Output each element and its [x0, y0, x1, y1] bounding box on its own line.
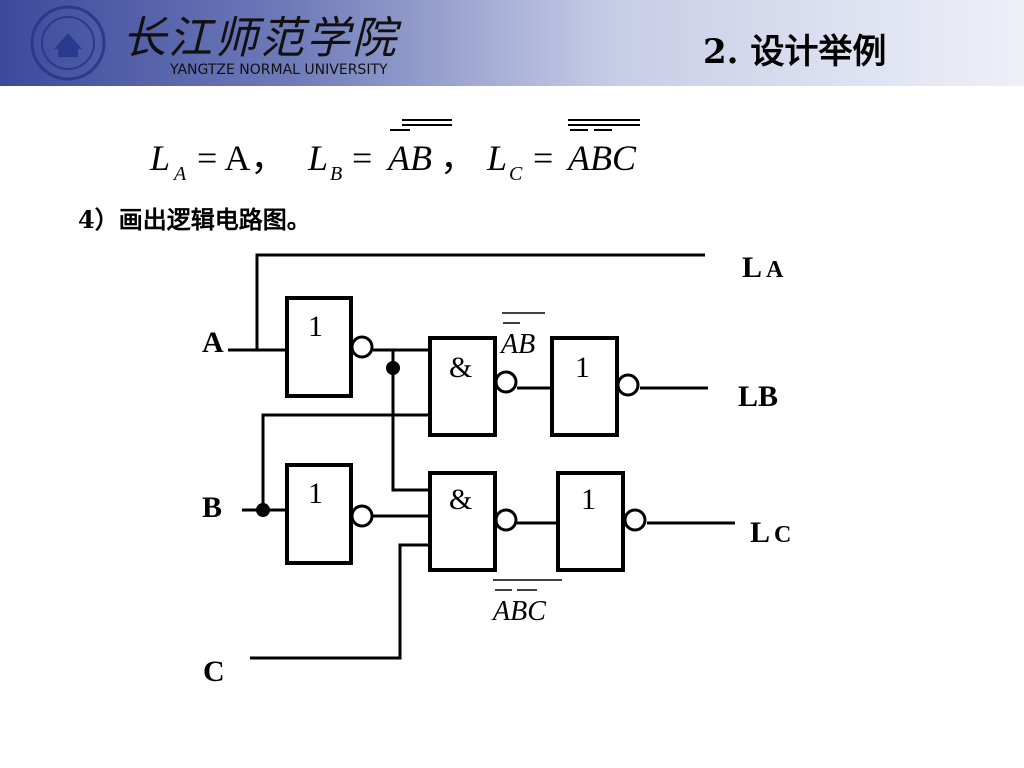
lc-sub: C: [509, 163, 523, 185]
lb-sub: B: [330, 163, 342, 185]
gate-label-nand-ab: &: [449, 351, 472, 384]
lb-eq: =: [352, 138, 372, 178]
lb-lhs: L: [307, 138, 328, 178]
gate-label-nand-abc: &: [449, 483, 472, 516]
gate-label-not-b: 1: [308, 477, 323, 510]
lb-sep: ，: [440, 138, 476, 178]
gate-label-not-abc: 1: [581, 483, 596, 516]
io-labels: A B C L A LB L C: [202, 251, 791, 688]
inversion-bubbles: [350, 335, 647, 532]
annotation-abc: ABC: [491, 596, 546, 627]
input-label-b: B: [202, 491, 222, 524]
header-band: 长江师范学院 YANGTZE NORMAL UNIVERSITY 2. 设计举例: [0, 0, 1024, 86]
lc-lhs: L: [486, 138, 507, 178]
output-label-lc: L: [750, 516, 770, 549]
la-lhs: L: [149, 138, 170, 178]
la-rhs: = A，: [197, 138, 286, 178]
university-seal-icon: [30, 5, 106, 81]
output-label-lc-sub: C: [774, 522, 791, 548]
input-label-c: C: [203, 655, 225, 688]
university-name-cn: 长江师范学院: [122, 13, 398, 64]
lc-rhs: ABC: [566, 138, 637, 178]
slide-title: 2. 设计举例: [703, 32, 887, 72]
overbars: [390, 119, 640, 131]
equation: L A = A， L B = AB ， L C = ABC: [149, 119, 640, 185]
nand-gate-abc: [428, 471, 497, 572]
junction-dots: [256, 361, 400, 517]
nand-gate-ab: [428, 336, 497, 437]
step-label: 4）画出逻辑电路图。: [78, 205, 311, 234]
la-sub: A: [172, 163, 187, 185]
lc-eq: =: [533, 138, 553, 178]
gate-label-not-a: 1: [308, 310, 323, 343]
not-gate-abc: [556, 471, 625, 572]
annotation-ab: AB: [499, 329, 535, 360]
gate-label-not-ab: 1: [575, 351, 590, 384]
gate-bodies: [285, 296, 625, 572]
not-gate-ab: [550, 336, 619, 437]
wires: [228, 253, 735, 660]
output-label-lb: LB: [738, 380, 778, 413]
output-label-la: L: [742, 251, 762, 284]
annotation-overbars: [493, 312, 562, 591]
gate-symbols: 1 & 1 1 & 1: [308, 310, 596, 516]
lb-rhs: AB: [386, 138, 432, 178]
output-label-la-sub: A: [766, 257, 784, 283]
university-name-en: YANGTZE NORMAL UNIVERSITY: [170, 62, 388, 78]
signal-annotations: AB ABC: [491, 329, 546, 627]
input-label-a: A: [202, 326, 224, 359]
